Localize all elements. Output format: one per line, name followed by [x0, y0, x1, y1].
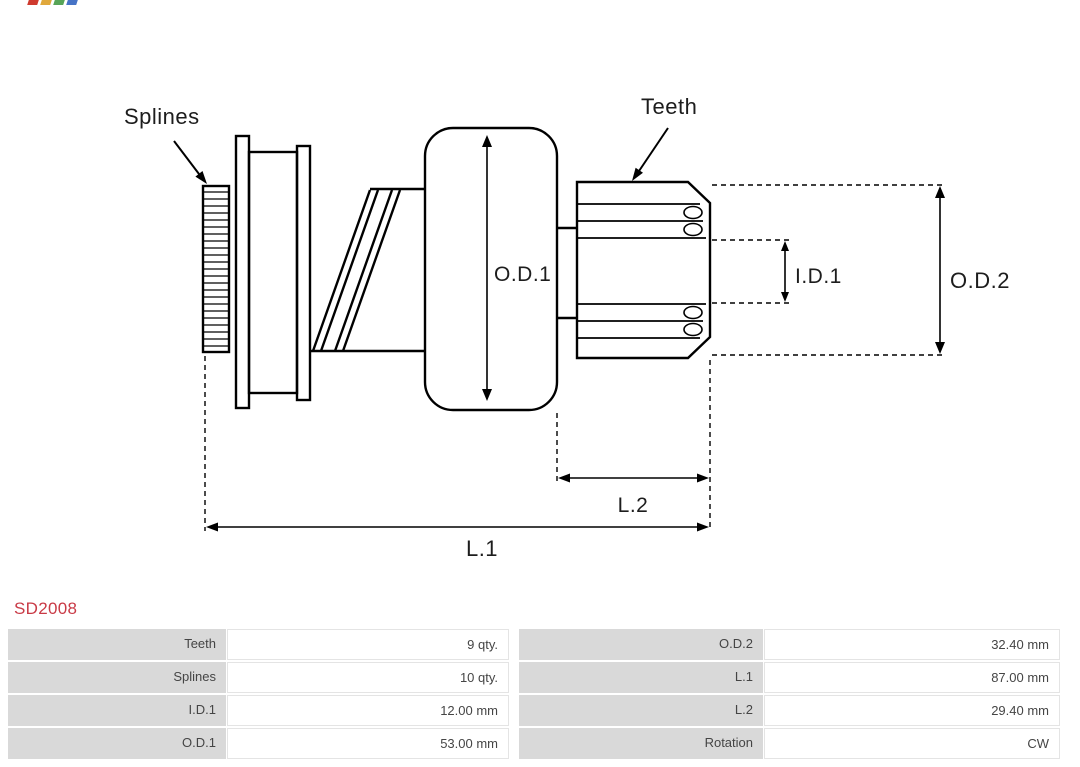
spec-value: 12.00 mm [227, 695, 509, 726]
dimension-l2-label: L.2 [618, 494, 649, 517]
spec-value: 53.00 mm [227, 728, 509, 759]
dimension-l1-label: L.1 [466, 536, 498, 561]
pinion-gear [575, 180, 712, 360]
dimension-l2: L.2 [558, 473, 709, 517]
spec-label: L.1 [519, 662, 763, 693]
arrowhead [697, 473, 709, 483]
column-gap [509, 728, 519, 759]
technical-drawing: Splines Teeth O.D.1 I.D.1 O.D.2 L.2 [124, 94, 1010, 561]
arrowhead [781, 292, 789, 302]
spec-label: L.2 [519, 695, 763, 726]
table-row: Teeth 9 qty. O.D.2 32.40 mm [8, 629, 1060, 660]
spec-value: 29.40 mm [764, 695, 1060, 726]
splined-shaft [201, 184, 231, 354]
arrowhead [935, 342, 945, 354]
spec-value: CW [764, 728, 1060, 759]
flange-discs [234, 134, 312, 410]
dimension-od1: O.D.1 [482, 135, 551, 401]
callout-teeth-label: Teeth [641, 94, 697, 119]
extension-lines [204, 184, 946, 531]
spec-value: 87.00 mm [764, 662, 1060, 693]
spec-table: Teeth 9 qty. O.D.2 32.40 mm Splines 10 q… [8, 629, 1060, 761]
dimension-od1-label: O.D.1 [494, 263, 551, 286]
dimension-l1: L.1 [206, 522, 709, 561]
dimension-id1: I.D.1 [781, 241, 842, 302]
dimension-od2-label: O.D.2 [950, 268, 1010, 293]
spec-label: O.D.2 [519, 629, 763, 660]
table-row: I.D.1 12.00 mm L.2 29.40 mm [8, 695, 1060, 726]
arrowhead [632, 167, 643, 181]
spec-label: Teeth [8, 629, 226, 660]
column-gap [509, 662, 519, 693]
spec-label: I.D.1 [8, 695, 226, 726]
spec-label: Rotation [519, 728, 763, 759]
spec-value: 9 qty. [227, 629, 509, 660]
arrowhead [195, 171, 207, 184]
table-row: O.D.1 53.00 mm Rotation CW [8, 728, 1060, 759]
arrowhead [482, 135, 492, 147]
clutch-barrel [423, 126, 577, 412]
table-row: Splines 10 qty. L.1 87.00 mm [8, 662, 1060, 693]
column-gap [509, 629, 519, 660]
arrowhead [781, 241, 789, 251]
callout-splines-label: Splines [124, 104, 200, 129]
arrowhead [697, 522, 709, 532]
column-gap [509, 695, 519, 726]
callout-splines: Splines [124, 104, 207, 184]
spec-label: O.D.1 [8, 728, 226, 759]
spec-label: Splines [8, 662, 226, 693]
spec-value: 10 qty. [227, 662, 509, 693]
arrowhead [206, 522, 218, 532]
arrowhead [558, 473, 570, 483]
callout-teeth: Teeth [632, 94, 697, 181]
spec-value: 32.40 mm [764, 629, 1060, 660]
dimension-od2: O.D.2 [935, 186, 1010, 354]
dimension-id1-label: I.D.1 [795, 265, 842, 288]
part-code: SD2008 [14, 599, 78, 618]
spring [310, 187, 425, 353]
arrowhead [482, 389, 492, 401]
arrowhead [935, 186, 945, 198]
